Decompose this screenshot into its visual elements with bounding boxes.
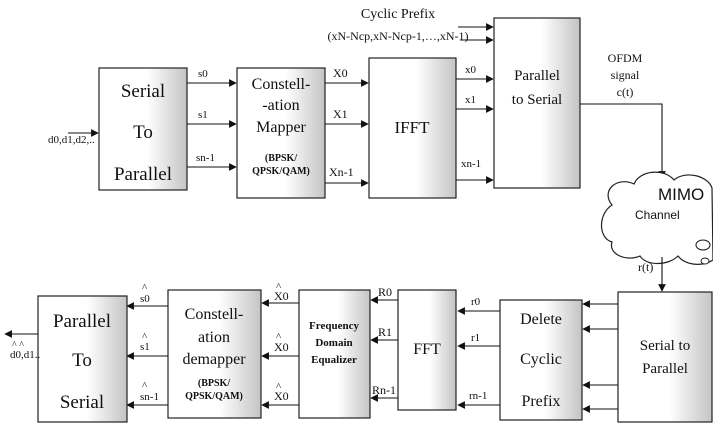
rx-Xhat2-caret: ^ xyxy=(276,381,282,393)
rx-ps-line-3: Serial xyxy=(60,392,104,413)
rx-ps-line-2: To xyxy=(72,350,92,371)
tx-mapper-sub-2: QPSK/QAM) xyxy=(252,166,310,177)
rx-R0-label: R0 xyxy=(378,285,392,299)
tx-sn-label: sn-1 xyxy=(196,152,215,164)
rx-shat1-label: s1 xyxy=(140,341,150,353)
rx-Xhat1-caret: ^ xyxy=(276,331,282,343)
rx-demapper-line-2: ation xyxy=(198,329,230,346)
rx-demapper-line-3: demapper xyxy=(182,351,246,368)
tx-sp-line-3: Parallel xyxy=(114,164,172,185)
rx-sp-line-1: Serial to xyxy=(640,338,690,354)
rx-demapper-line-1: Constell- xyxy=(185,306,244,323)
tx-s0-label: s0 xyxy=(198,68,208,80)
tx-parallel-to-serial-block xyxy=(493,17,581,189)
rx-r0-label: r0 xyxy=(471,296,481,308)
rx-dcp-line-3: Prefix xyxy=(521,393,560,410)
rx-constellation-demapper-block xyxy=(167,289,262,419)
tx-x1-label: x1 xyxy=(465,94,476,106)
rx-frequency-domain-equalizer-block xyxy=(298,289,371,419)
tx-sp-line-1: Serial xyxy=(121,81,165,102)
rx-delete-cyclic-prefix-block xyxy=(499,299,583,421)
rx-eq-line-3: Equalizer xyxy=(311,354,357,366)
tx-Xn-label: Xn-1 xyxy=(329,165,354,179)
rx-Xhat2-label: X0 xyxy=(274,389,289,403)
rx-fft-block xyxy=(397,289,457,411)
tx-output-line-2: signal xyxy=(611,68,640,82)
tx-X0-label: X0 xyxy=(333,66,348,80)
tx-mapper-line-1: Constell- xyxy=(252,76,311,93)
rx-sp-line-2: Parallel xyxy=(642,361,688,377)
rx-shat1-caret: ^ xyxy=(142,331,148,343)
tx-ps-line-1: Parallel xyxy=(514,68,560,84)
rx-Rn-label: Rn-1 xyxy=(372,383,396,397)
mimo-channel-cloud xyxy=(600,171,713,265)
cyclic-prefix-sequence: (xN-Ncp,xN-Ncp-1,…,xN-1) xyxy=(328,29,469,43)
tx-output-line-3: c(t) xyxy=(617,85,634,99)
rx-r1-label: r1 xyxy=(471,332,480,344)
rx-eq-line-2: Domain xyxy=(315,337,352,349)
rx-serial-to-parallel-block xyxy=(617,291,713,423)
tx-mapper-sub-1: (BPSK/ xyxy=(265,153,297,164)
rx-shat2-label: sn-1 xyxy=(140,391,159,403)
tx-ps-line-2: to Serial xyxy=(512,92,562,108)
rx-Xhat0-caret: ^ xyxy=(276,281,282,293)
tx-ifft-label: IFFT xyxy=(395,118,431,137)
rx-output-label: d0,d1.. xyxy=(10,349,41,361)
tx-ifft-block xyxy=(368,57,457,199)
tx-X1-label: X1 xyxy=(333,107,348,121)
tx-serial-to-parallel-block xyxy=(98,67,188,191)
rx-rt-label: r(t) xyxy=(638,260,653,274)
tx-mapper-line-2: -ation xyxy=(262,97,299,114)
mimo-subtitle: Channel xyxy=(635,208,680,222)
rx-Xhat1-label: X0 xyxy=(274,340,289,354)
tx-x0-label: x0 xyxy=(465,64,477,76)
tx-output-arrow xyxy=(580,103,666,179)
rx-shat0-caret: ^ xyxy=(142,282,148,294)
tx-input-label: d0,d1,d2,.. xyxy=(48,134,95,146)
mimo-title: MIMO xyxy=(658,185,704,204)
tx-sp-line-2: To xyxy=(133,122,153,143)
tx-s1-label: s1 xyxy=(198,109,208,121)
rx-parallel-to-serial-block xyxy=(37,295,128,423)
rx-output-caret: ^ ^ xyxy=(12,340,24,351)
rx-demapper-sub-2: QPSK/QAM) xyxy=(185,391,243,402)
tx-xn-label: xn-1 xyxy=(461,158,481,170)
cyclic-prefix-title: Cyclic Prefix xyxy=(361,7,435,22)
rx-R1-label: R1 xyxy=(378,325,392,339)
tx-constellation-mapper-block xyxy=(236,67,326,199)
rx-dcp-line-1: Delete xyxy=(520,311,562,328)
rx-demapper-sub-1: (BPSK/ xyxy=(198,378,230,389)
rx-Xhat0-label: X0 xyxy=(274,289,289,303)
rx-rn-label: rn-1 xyxy=(469,390,487,402)
rx-fft-label: FFT xyxy=(413,341,441,358)
rx-shat0-label: s0 xyxy=(140,293,150,305)
rx-shat2-caret: ^ xyxy=(142,380,148,392)
tx-output-line-1: OFDM xyxy=(608,51,643,65)
rx-ps-line-1: Parallel xyxy=(53,311,111,332)
rx-eq-line-1: Frequency xyxy=(309,320,359,332)
tx-mapper-line-3: Mapper xyxy=(256,119,306,136)
rx-dcp-line-2: Cyclic xyxy=(520,351,562,368)
